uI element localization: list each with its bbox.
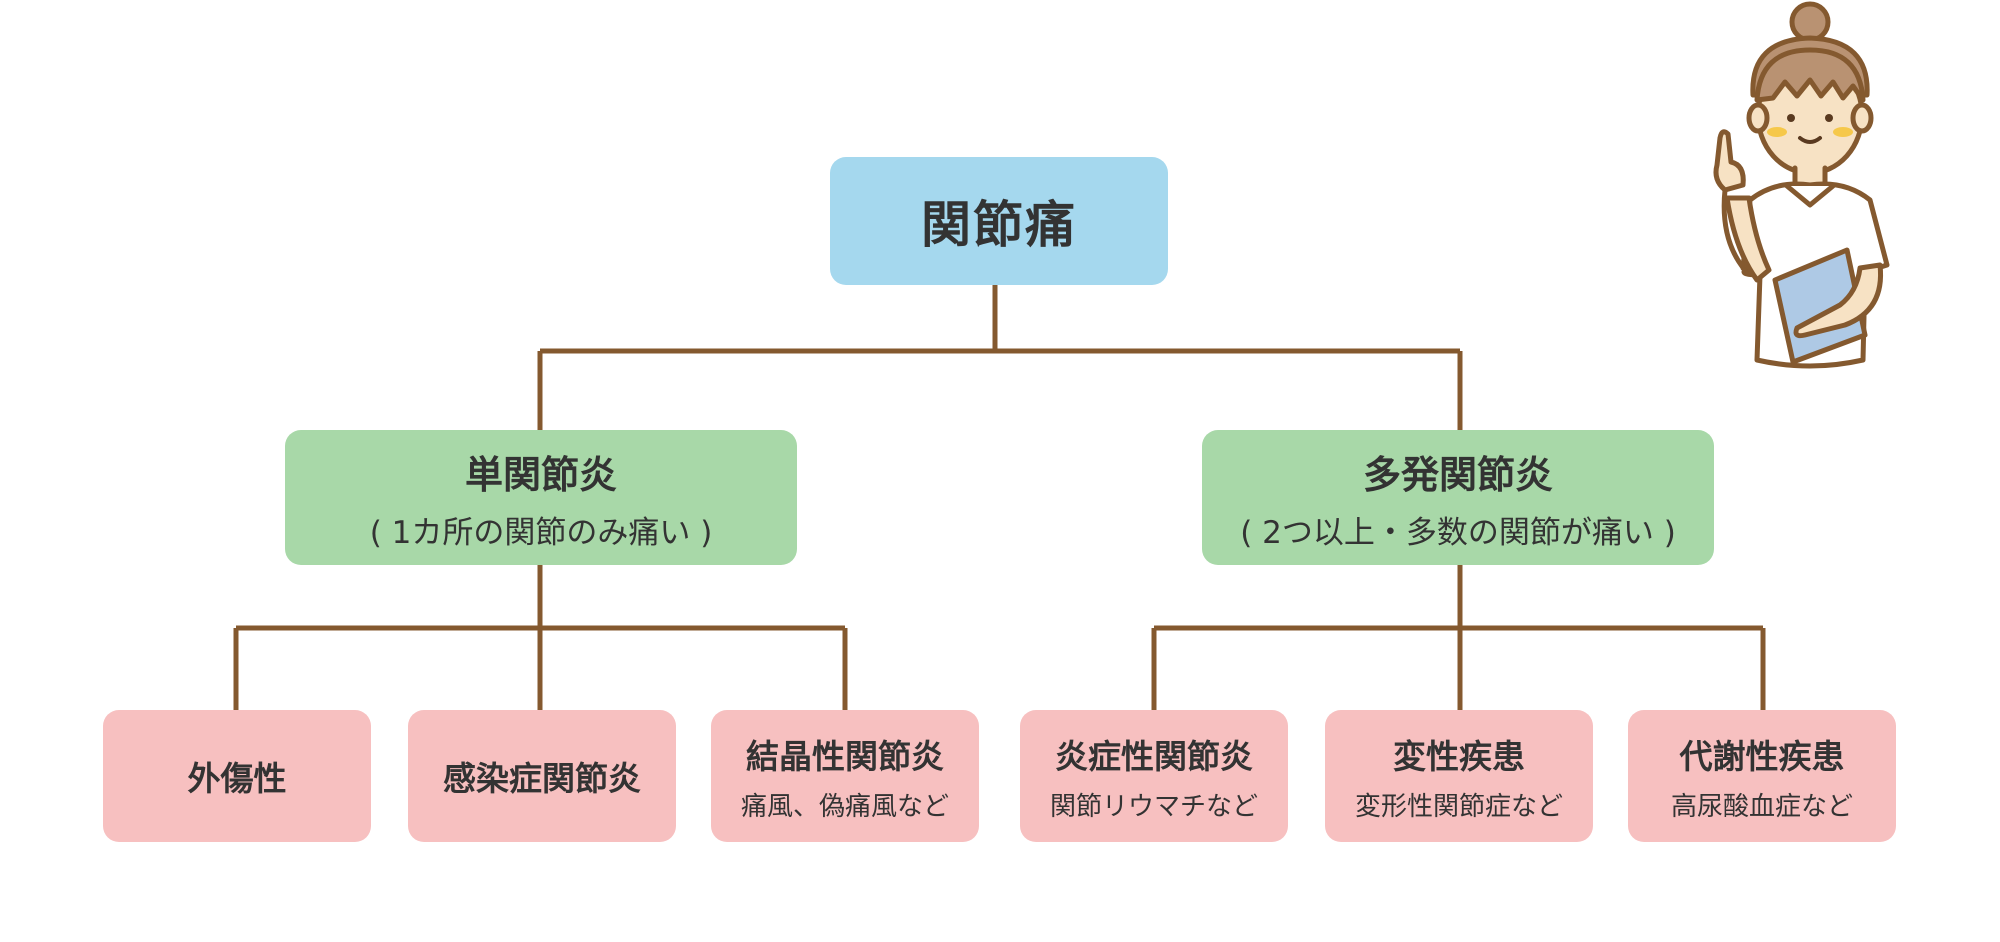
leaf-node: 外傷性 <box>103 710 371 842</box>
leaf-subtitle: 関節リウマチなど <box>1049 791 1258 822</box>
root-title: 関節痛 <box>921 196 1077 254</box>
connector-left <box>233 565 848 710</box>
leaf-title: 感染症関節炎 <box>443 759 641 798</box>
connector-root <box>537 285 1463 430</box>
leaf-subtitle: 変形性関節症など <box>1354 791 1563 822</box>
leaf-subtitle: 高尿酸血症など <box>1670 791 1853 822</box>
branch-node-polyarthritis: 多発関節炎 ( 2つ以上・多数の関節が痛い ) <box>1202 430 1714 565</box>
leaf-node: 変性疾患 変形性関節症など <box>1325 710 1593 842</box>
branch-subtitle: ( 2つ以上・多数の関節が痛い ) <box>1240 514 1676 551</box>
leaf-node: 炎症性関節炎 関節リウマチなど <box>1020 710 1288 842</box>
leaf-title: 代謝性疾患 <box>1679 736 1845 776</box>
branch-title: 多発関節炎 <box>1362 452 1553 497</box>
branch-subtitle: ( 1カ所の関節のみ痛い ) <box>369 514 713 551</box>
connector-right <box>1151 565 1766 710</box>
root-node: 関節痛 <box>830 157 1168 285</box>
leaf-title: 外傷性 <box>187 759 287 798</box>
leaf-node: 代謝性疾患 高尿酸血症など <box>1628 710 1896 842</box>
branch-node-monoarthritis: 単関節炎 ( 1カ所の関節のみ痛い ) <box>285 430 797 565</box>
nurse-pointing-icon <box>1713 1 1890 369</box>
leaf-subtitle: 痛風、偽痛風など <box>740 791 949 822</box>
leaf-node: 感染症関節炎 <box>408 710 676 842</box>
branch-title: 単関節炎 <box>464 452 617 497</box>
leaf-node: 結晶性関節炎 痛風、偽痛風など <box>711 710 979 842</box>
leaf-title: 変性疾患 <box>1393 736 1525 776</box>
leaf-title: 炎症性関節炎 <box>1055 736 1253 776</box>
leaf-title: 結晶性関節炎 <box>746 736 944 776</box>
